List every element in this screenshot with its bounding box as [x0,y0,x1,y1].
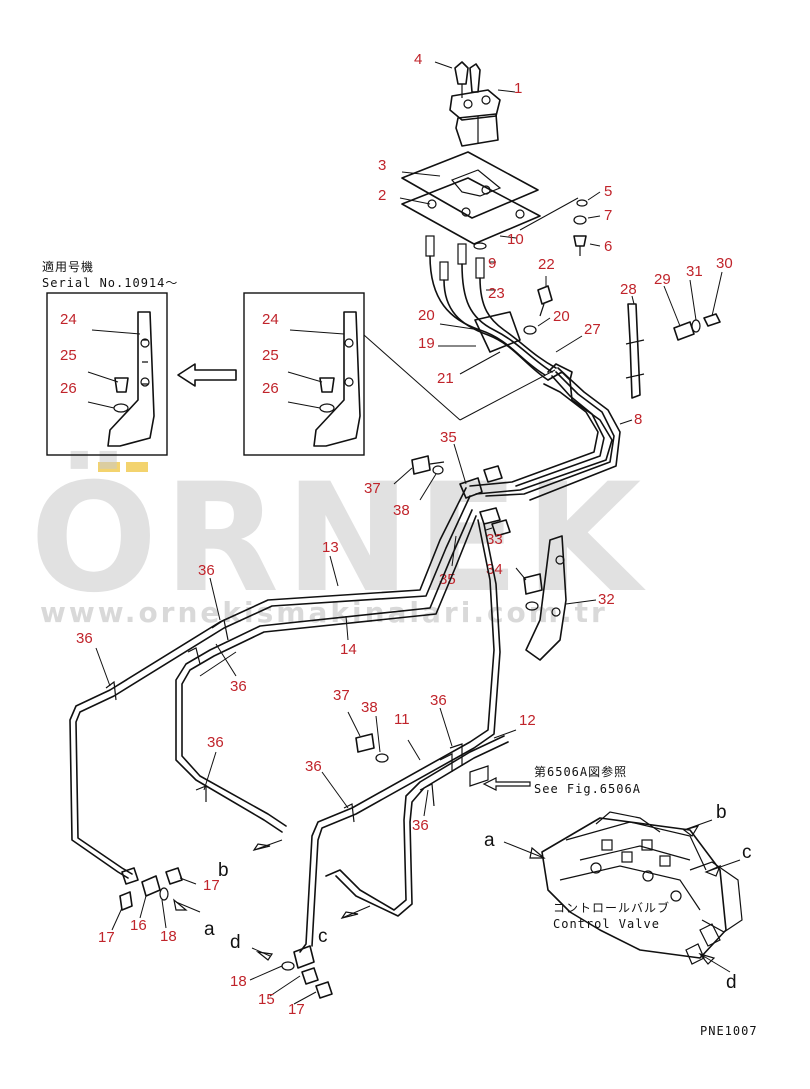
pipe-bundle-8 [469,363,633,501]
part-36-b: 36 [76,630,93,647]
part-36-a: 36 [198,562,215,579]
part-36-d: 36 [207,734,224,751]
port-c-right: c [742,842,752,863]
port-fittings [111,867,333,1005]
part-27: 27 [584,321,601,338]
part-18-a: 18 [160,928,177,945]
part-24-left: 24 [60,311,77,328]
part-17-a: 17 [98,929,115,946]
fitting-22-20 [523,276,553,335]
detail-box-serial [46,292,168,456]
part-19: 19 [418,335,435,352]
watermark-brand: ÖRNEK [30,450,647,626]
part-7: 7 [604,207,612,224]
port-arrows-left [252,839,371,919]
part-24-right: 24 [262,311,279,328]
part-28: 28 [620,281,637,298]
part-38-upper: 38 [393,502,410,519]
control-valve-label-jp: コントロールバルブ [553,900,670,915]
watermark: ÖRNEK www.ornekismakinalari.com.tr [30,450,647,629]
applicable-serial-label-jp: 適用号機 [42,259,94,274]
part-20-left: 20 [418,307,435,324]
applicable-serial-label: Serial No.10914〜 [42,276,178,290]
part-25-right: 25 [262,347,279,364]
part-17-c: 17 [288,1001,305,1018]
part-25-left: 25 [60,347,77,364]
port-b-left: b [218,860,229,881]
port-a-right: a [484,830,495,851]
part-11: 11 [394,711,410,728]
part-36-g: 36 [412,817,429,834]
part-6: 6 [604,238,612,255]
part-12: 12 [519,712,536,729]
part-23: 23 [488,285,505,302]
reference-label-en: See Fig.6506A [534,782,641,796]
watermark-dot-left [98,462,120,472]
control-valve-label-en: Control Valve [553,917,660,931]
fittings-33-bracket-32 [459,465,597,661]
part-9: 9 [488,255,496,272]
port-d-right: d [726,972,737,993]
part-37-lower: 37 [333,687,350,704]
part-29: 29 [654,271,671,288]
part-15: 15 [258,991,275,1008]
part-17-b: 17 [203,877,220,894]
hose-bundle [425,235,557,381]
part-36-c: 36 [230,678,247,695]
part-36-e: 36 [305,758,322,775]
part-26-right: 26 [262,380,279,397]
part-3: 3 [378,157,386,174]
detail-box-standard [243,292,556,456]
part-26-left: 26 [60,380,77,397]
part-10: 10 [507,231,524,248]
part-33: 33 [486,531,503,548]
part-22: 22 [538,256,555,273]
pipes-13-14 [69,487,477,879]
port-d-left: d [230,932,241,953]
ppc-valve-assembly [399,61,579,245]
part-36-f: 36 [430,692,447,709]
fasteners-5-7-6 [573,191,601,256]
part-20-right: 20 [553,308,570,325]
part-4: 4 [414,51,422,68]
part-34: 34 [486,561,503,578]
part-13: 13 [322,539,339,556]
fasteners-37-38-lower [347,711,389,763]
part-38-lower: 38 [361,699,378,716]
clamps-36 [95,577,463,823]
part-30: 30 [716,255,733,272]
port-c-left: c [318,926,328,947]
reference-arrow [469,765,531,791]
part-2: 2 [378,187,386,204]
watermark-url: www.ornekismakinalari.com.tr [40,596,608,629]
drawing-code: PNE1007 [700,1024,758,1038]
bracket-28-31 [625,271,723,399]
watermark-dot-right [126,462,148,472]
part-37-upper: 37 [364,480,381,497]
reference-label-jp: 第6506A図参照 [534,764,627,779]
part-31: 31 [686,263,703,280]
part-8: 8 [634,411,642,428]
detail-arrow [177,363,237,387]
part-1: 1 [514,80,522,97]
part-32: 32 [598,591,615,608]
part-35-upper: 35 [440,429,457,446]
port-b-right: b [716,802,727,823]
pipes-11-12 [299,519,517,953]
part-18-b: 18 [230,973,247,990]
control-valve [503,811,743,973]
part-16: 16 [130,917,147,934]
part-5: 5 [604,183,612,200]
part-14: 14 [340,641,357,658]
part-21: 21 [437,370,454,387]
port-a-left: a [204,919,215,940]
